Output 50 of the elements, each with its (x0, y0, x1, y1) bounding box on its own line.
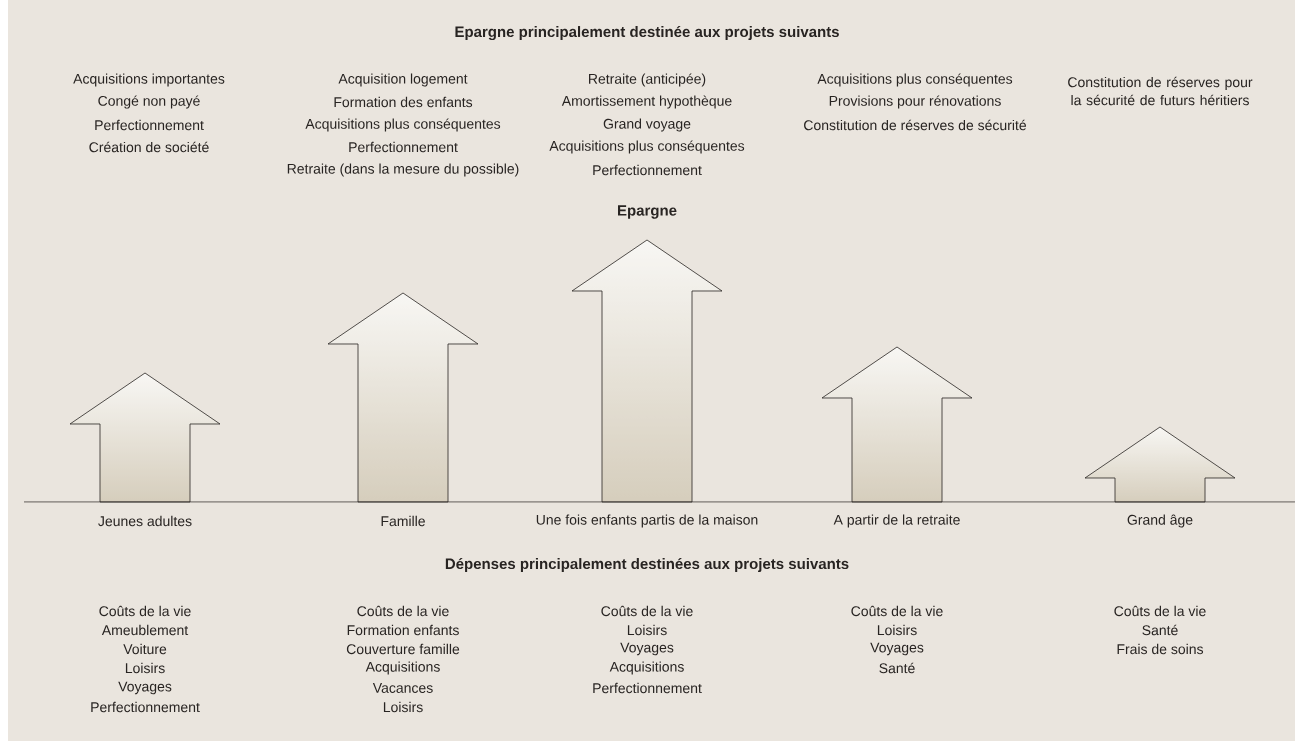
list-item: Perfectionnement (593, 682, 702, 694)
list-item: Amortissement hypothèque (561, 95, 732, 109)
list-item: Loisirs (125, 662, 165, 674)
list-item: Ameublement (101, 624, 189, 636)
list-item: Acquisitions importantes (73, 73, 225, 87)
list-item: Voyages (620, 642, 674, 656)
list-item: Loisirs (627, 624, 667, 636)
list-item: Coûts de la vie (357, 605, 449, 617)
stage-label: Grand âge (1127, 514, 1193, 528)
list-item: Acquisitions plus conséquentes (549, 140, 745, 154)
list-item: Frais de soins (1117, 643, 1204, 655)
list-item: Acquisitions plus conséquentes (305, 118, 501, 132)
list-item: Voyages (118, 681, 172, 695)
list-item: Provisions pour rénovations (829, 95, 1001, 109)
list-item: Acquisitions plus conséquentes (817, 73, 1013, 87)
list-item: Santé (1142, 624, 1178, 636)
list-item: Grand voyage (603, 118, 691, 132)
list-item: Loisirs (383, 701, 423, 713)
list-item: Perfectionnement (91, 701, 200, 713)
list-item: Perfectionnement (95, 119, 204, 131)
list-item: Perfectionnement (349, 141, 458, 153)
list-item: Acquisition logement (338, 73, 468, 87)
list-item: Coûts de la vie (851, 605, 943, 617)
list-item: Formation des enfants (334, 96, 473, 108)
stage-label: Jeunes adultes (98, 515, 192, 527)
list-item: Acquisitions (365, 661, 440, 675)
list-item: Coûts de la vie (1114, 605, 1206, 617)
list-item: Loisirs (877, 624, 917, 636)
list-item: Coûts de la vie (601, 605, 693, 617)
list-item: Voiture (123, 643, 167, 655)
list-item: Retraite (dans la mesure du possible) (287, 163, 519, 177)
list-item: Perfectionnement (593, 164, 702, 176)
list-item: Acquisitions (609, 661, 684, 675)
stage-label: Famille (381, 515, 425, 527)
list-item: Création de société (89, 141, 209, 153)
list-item: Constitution de réserves pour la sécurité de futurs héritiers (1068, 76, 1253, 106)
heading: Epargne (618, 205, 677, 219)
list-item: Couverture famille (346, 643, 460, 655)
stage-label: Une fois enfants partis de la maison (536, 514, 758, 528)
list-item: Vacances (372, 683, 433, 693)
list-item: Santé (879, 662, 915, 674)
list-item: Formation enfants (347, 624, 459, 636)
list-item: Retraite (anticipée) (589, 73, 706, 87)
list-item: Voyages (870, 642, 924, 656)
heading: Dépenses principalement destinées aux projets suivants (445, 557, 849, 573)
list-item: Coûts de la vie (99, 605, 191, 617)
list-item: Congé non payé (98, 95, 200, 109)
stage-label: A partir de la retraite (833, 514, 960, 528)
list-item: Constitution de réserves de sécurité (804, 119, 1026, 131)
heading: Epargne principalement destinée aux projets suivants (455, 25, 839, 41)
